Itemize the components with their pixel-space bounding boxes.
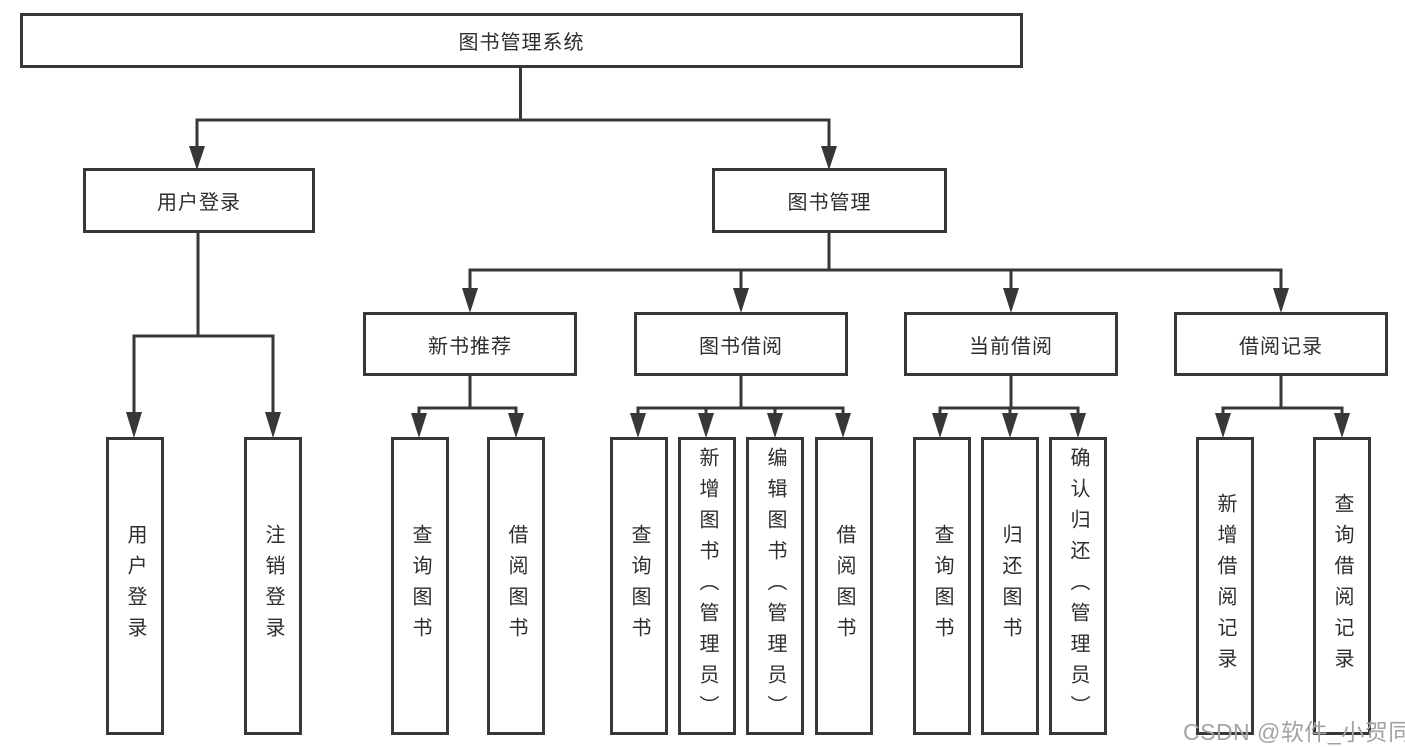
leaf-add-borrow-record-label: 新增借阅记录	[1214, 493, 1236, 679]
leaf-query-books-borrow: 查询图书	[610, 437, 668, 735]
group-new-book-recommend-label: 新书推荐	[428, 335, 512, 358]
group-new-book-recommend: 新书推荐	[363, 312, 577, 376]
leaf-add-borrow-record: 新增借阅记录	[1196, 437, 1254, 735]
leaf-query-books-current: 查询图书	[913, 437, 971, 735]
group-borrow-records-label: 借阅记录	[1239, 335, 1323, 358]
group-current-borrow-label: 当前借阅	[969, 335, 1053, 358]
leaf-edit-books-admin: 编辑图书（管理员）	[746, 437, 804, 735]
leaf-return-books-label: 归还图书	[999, 524, 1021, 648]
group-book-borrow-label: 图书借阅	[699, 335, 783, 358]
leaf-confirm-return-admin: 确认归还（管理员）	[1049, 437, 1107, 735]
branch-user-login-label: 用户登录	[157, 192, 241, 214]
leaf-query-borrow-record-label: 查询借阅记录	[1331, 493, 1353, 679]
leaf-logout: 注销登录	[244, 437, 302, 735]
leaf-user-login: 用户登录	[106, 437, 164, 735]
leaf-query-books-recommend: 查询图书	[391, 437, 449, 735]
leaf-edit-books-admin-label: 编辑图书（管理员）	[764, 446, 786, 726]
leaf-logout-label: 注销登录	[262, 524, 284, 648]
group-borrow-records: 借阅记录	[1174, 312, 1388, 376]
branch-book-management-label: 图书管理	[787, 192, 872, 214]
leaf-confirm-return-admin-label: 确认归还（管理员）	[1067, 446, 1089, 726]
leaf-query-borrow-record: 查询借阅记录	[1313, 437, 1371, 735]
group-book-borrow: 图书借阅	[634, 312, 848, 376]
csdn-watermark: CSDN @软件_小贺同学	[1183, 719, 1405, 745]
leaf-add-books-admin: 新增图书（管理员）	[678, 437, 736, 735]
root-node-label: 图书管理系统	[458, 32, 585, 54]
leaf-borrow-books-recommend-label: 借阅图书	[505, 524, 527, 648]
leaf-borrow-books-recommend: 借阅图书	[487, 437, 545, 735]
leaf-borrow-books: 借阅图书	[815, 437, 873, 735]
root-node-library-system: 图书管理系统	[20, 13, 1023, 68]
branch-user-login: 用户登录	[83, 168, 315, 233]
leaf-return-books: 归还图书	[981, 437, 1039, 735]
leaf-user-login-label: 用户登录	[124, 524, 146, 648]
leaf-query-books-borrow-label: 查询图书	[628, 524, 650, 648]
leaf-query-books-current-label: 查询图书	[931, 524, 953, 648]
group-current-borrow: 当前借阅	[904, 312, 1118, 376]
leaf-borrow-books-label: 借阅图书	[833, 524, 855, 648]
leaf-query-books-recommend-label: 查询图书	[409, 524, 431, 648]
leaf-add-books-admin-label: 新增图书（管理员）	[696, 446, 718, 726]
branch-book-management: 图书管理	[712, 168, 947, 233]
